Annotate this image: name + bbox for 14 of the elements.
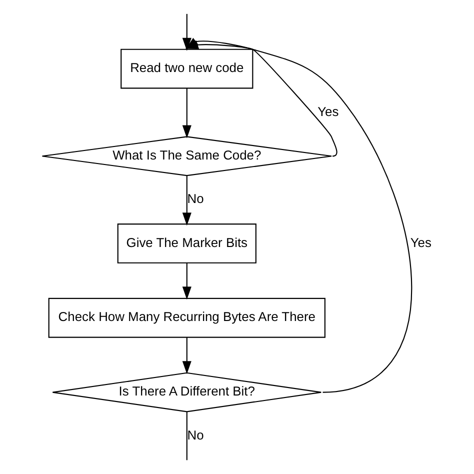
edge-label: Yes: [410, 234, 432, 250]
arrow: [182, 338, 192, 374]
node-diamond: What Is The Same Code?: [42, 136, 332, 176]
arrow: [182, 263, 192, 300]
edge-label: Yes: [318, 104, 339, 119]
connector: [186, 412, 188, 460]
node-box: Give The Marker Bits: [117, 224, 256, 264]
arrow: [182, 88, 192, 138]
edge-label: No: [187, 191, 204, 206]
node-diamond: Is There A Different Bit?: [52, 372, 322, 412]
node-box: Check How Many Recurring Bytes Are There: [48, 298, 326, 338]
arrow: [182, 176, 192, 226]
edge-label: No: [187, 427, 204, 442]
node-box: Read two new code: [120, 48, 254, 89]
